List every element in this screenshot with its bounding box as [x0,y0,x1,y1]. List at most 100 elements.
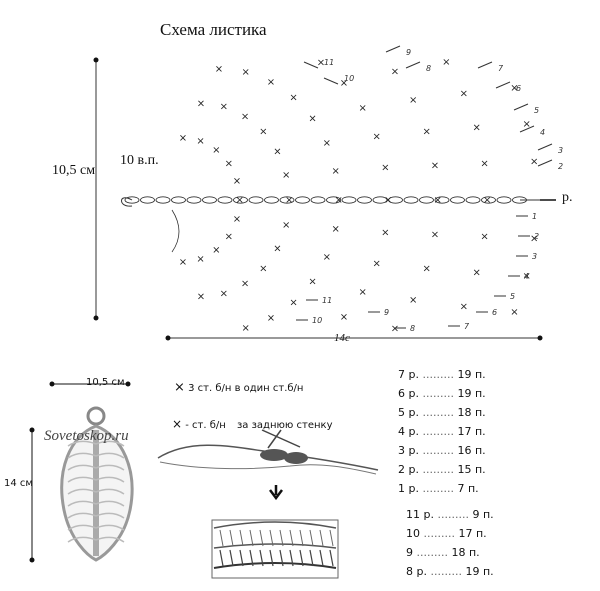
stitch-mark: × [422,263,430,274]
row-number: 3 [532,252,537,261]
stitch-mark: × [460,302,468,313]
stitch-mark: × [409,95,417,106]
row-number: 6 [516,84,521,93]
watermark: Sovetoskop.ru [44,428,129,444]
unit: п. [471,406,486,419]
width-dim-end-left [165,335,171,341]
row-number: 1 [532,212,537,221]
chain-stitch [310,196,326,204]
stitch-count: 15 [457,463,472,476]
row-number: 7 [464,322,470,331]
unit: п. [471,444,486,457]
stitch-mark: ⨯ [384,195,392,206]
unit: п. [472,527,487,540]
height-dimension-label: 10,5 см [52,163,96,178]
row-arrows [296,45,556,329]
stitch-count-row: 5 р. ......... 18 п. [398,406,486,419]
chain-stitch [357,196,372,204]
row-arrow [385,45,401,53]
stitch-mark: × [335,195,343,206]
sc-description: - ст. б/н [185,420,226,431]
stitch-mark: × [480,232,488,243]
row-number: 2 [534,232,539,241]
row-number: 4 [524,272,529,281]
leader-dots: ......... [420,527,459,540]
stitch-mark: × [323,252,331,263]
row-label: 8 р. [406,565,427,578]
row-arrow [323,77,339,85]
row-number: 8 [426,64,431,73]
sc-symbol: × [172,417,183,431]
stitch-mark: ⨯ [510,83,518,94]
stitch-mark: × [510,307,518,318]
row-number: 10 [312,316,322,325]
stitch-mark: × [236,195,244,206]
chain-stitch [202,196,217,204]
stitch-count-row: 11 р. ......... 9 п. [406,508,494,521]
stitch-count: 19 [465,565,480,578]
stitch-mark: × [267,77,275,88]
stitch-mark: ⨯ [308,113,316,124]
stitch-mark: × [282,220,290,231]
row-arrow [513,103,529,111]
stitch-mark: × [323,138,331,149]
row-number: 3 [558,146,563,155]
stitch-mark: × [332,166,340,177]
row-label: 10 [406,527,420,540]
starting-chain [121,196,548,207]
stitch-mark: ⨯ [267,313,275,324]
decrease-description: 3 ст. б/н в один ст.б/н [188,383,304,394]
photo-height-label: 14 см [4,478,33,489]
stitch-mark: × [212,145,220,156]
decrease-symbol: ⨯ [174,380,185,395]
height-dim-end-top [93,57,99,63]
row-number: 11 [324,58,334,67]
chain-stitch [217,196,233,204]
stitch-count: 17 [457,425,472,438]
row-number: 2 [558,162,563,171]
chain-stitch [481,196,496,204]
leader-dots: ......... [418,387,458,400]
unit: п. [465,546,480,559]
stitch-mark: ⨯ [530,233,538,244]
stitch-mark: ⨯ [340,312,348,323]
stitch-mark: × [196,136,204,147]
chain-stitch [171,196,186,204]
stitch-mark: × [179,257,187,268]
stitch-mark: × [372,258,380,269]
row-arrow [537,159,553,167]
stitch-mark: × [241,323,249,334]
chain-stitch [388,196,403,204]
row-arrow [537,143,553,151]
chain-stitch [450,196,465,204]
stitch-mark: × [434,195,442,206]
chain-stitch [403,196,419,204]
stitch-mark: × [359,287,367,298]
row-arrow [495,81,511,89]
row-arrow [303,61,319,69]
stitch-mark: × [530,157,538,168]
stitch-mark: × [480,158,488,169]
leader-dots: ......... [418,406,458,419]
stitch-mark: ⨯ [233,176,241,187]
stitch-mark: × [259,263,267,274]
stitch-mark: × [241,279,249,290]
row-number: 4 [540,128,545,137]
stitch-mark: × [233,214,241,225]
chain-stitch [496,196,512,204]
leader-dots: ......... [418,482,458,495]
unit: п. [479,565,494,578]
chain-count-label: 10 в.п. [120,153,159,168]
stitch-mark: × [282,170,290,181]
stitch-mark: × [289,93,297,104]
legend-single-crochet: × - ст. б/н за заднюю стенку [172,417,333,431]
stitch-mark: ⨯ [332,224,340,235]
stitch-mark: × [381,163,389,174]
stitch-count-row: 9 ......... 18 п. [406,546,480,559]
row-number: 7 [498,64,504,73]
legend-decrease: ⨯ 3 ст. б/н в один ст.б/н [174,380,303,395]
